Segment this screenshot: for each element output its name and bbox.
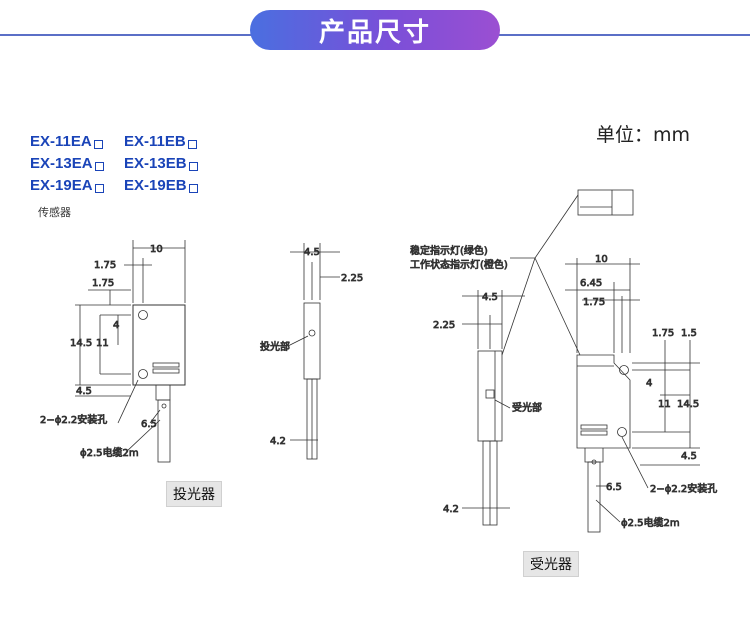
side-body: [477, 350, 503, 442]
sensor-label: 传感器: [38, 206, 71, 219]
model-name: EX-13EA: [30, 155, 124, 172]
model-name: EX-13EB: [124, 155, 218, 172]
dim-11: 11: [658, 399, 671, 410]
unit-label: 单位：mm: [596, 124, 691, 146]
receive-label: 受光部: [512, 401, 542, 414]
model-name: EX-11EB: [124, 133, 218, 150]
mount-hole-label: 2−ϕ2.2安装孔: [650, 482, 717, 495]
dim-14.5: 14.5: [70, 338, 92, 349]
dim-4.5: 4.5: [681, 451, 697, 462]
cable-label: ϕ2.5电缆2m: [80, 446, 139, 459]
receiver-front-view: [501, 189, 700, 533]
dim-1.75: 1.75: [94, 260, 116, 271]
dim-1.5: 1.5: [681, 328, 697, 339]
suffix-box: [188, 161, 198, 171]
dim-2.25: 2.25: [433, 320, 455, 331]
dim-1.75: 1.75: [92, 278, 114, 289]
receiver-side-view: [462, 290, 525, 526]
suffix-box: [188, 183, 198, 193]
cable-mark-icon: [591, 459, 597, 465]
dim-1.75: 1.75: [583, 297, 605, 308]
suffix-box: [93, 139, 103, 149]
lens-icon: [485, 389, 495, 399]
dim-4: 4: [113, 320, 119, 331]
dim-6.5: 6.5: [606, 482, 622, 493]
model-list: EX-11EA EX-11EB EX-13EA EX-13EB EX-19EA …: [30, 130, 218, 196]
dim-11: 11: [96, 338, 109, 349]
dim-4.2: 4.2: [443, 504, 459, 515]
dim-width: 10: [150, 244, 163, 255]
side-body: [303, 302, 321, 380]
dim-2.25: 2.25: [341, 273, 363, 284]
section-title: 产品尺寸: [250, 10, 500, 50]
model-name: EX-11EA: [30, 133, 124, 150]
model-name: EX-19EB: [124, 177, 218, 194]
label-stripe: [580, 424, 608, 430]
operation-indicator-label: 工作状态指示灯(橙色): [410, 258, 508, 271]
dim-14.5: 14.5: [677, 399, 699, 410]
suffix-box: [94, 183, 104, 193]
indicator-detail: [577, 189, 634, 216]
cable: [587, 461, 601, 533]
model-row: EX-19EA EX-19EB: [30, 174, 218, 196]
stable-indicator-label: 稳定指示灯(绿色): [410, 244, 488, 257]
label-stripe: [152, 362, 180, 368]
model-row: EX-11EA EX-11EB: [30, 130, 218, 152]
mount-hole-label: 2−ϕ2.2安装孔: [40, 413, 107, 426]
emitter-caption: 投光器: [166, 481, 222, 507]
label-stripe: [152, 368, 180, 374]
label-stripe: [580, 430, 608, 436]
cable-label: ϕ2.5电缆2m: [621, 516, 680, 529]
mount-hole-icon: [619, 365, 629, 375]
dim-4.5: 4.5: [76, 386, 92, 397]
cable-mark-icon: [161, 403, 167, 409]
lens-icon: [308, 329, 316, 337]
dim-4: 4: [646, 378, 652, 389]
emitter-side-view: [287, 243, 340, 460]
mount-hole-icon: [138, 310, 148, 320]
suffix-box: [94, 161, 104, 171]
receiver-body: [576, 354, 631, 449]
model-name: EX-19EA: [30, 177, 124, 194]
model-row: EX-13EA EX-13EB: [30, 152, 218, 174]
dim-6.5: 6.5: [141, 419, 157, 430]
dim-width: 10: [595, 254, 608, 265]
dim-4.2: 4.2: [270, 436, 286, 447]
receiver-caption: 受光器: [523, 551, 579, 577]
beam-label: 投光部: [260, 340, 290, 353]
emitter-front-view: [75, 240, 186, 463]
dim-4.5: 4.5: [304, 247, 320, 258]
dim-1.75: 1.75: [652, 328, 674, 339]
dim-4.5: 4.5: [482, 292, 498, 303]
suffix-box: [187, 139, 197, 149]
dim-6.45: 6.45: [580, 278, 602, 289]
mount-hole-icon: [617, 427, 627, 437]
cable: [157, 399, 171, 463]
cable-boot: [155, 385, 171, 401]
emitter-body: [132, 304, 186, 386]
mount-hole-icon: [138, 369, 148, 379]
